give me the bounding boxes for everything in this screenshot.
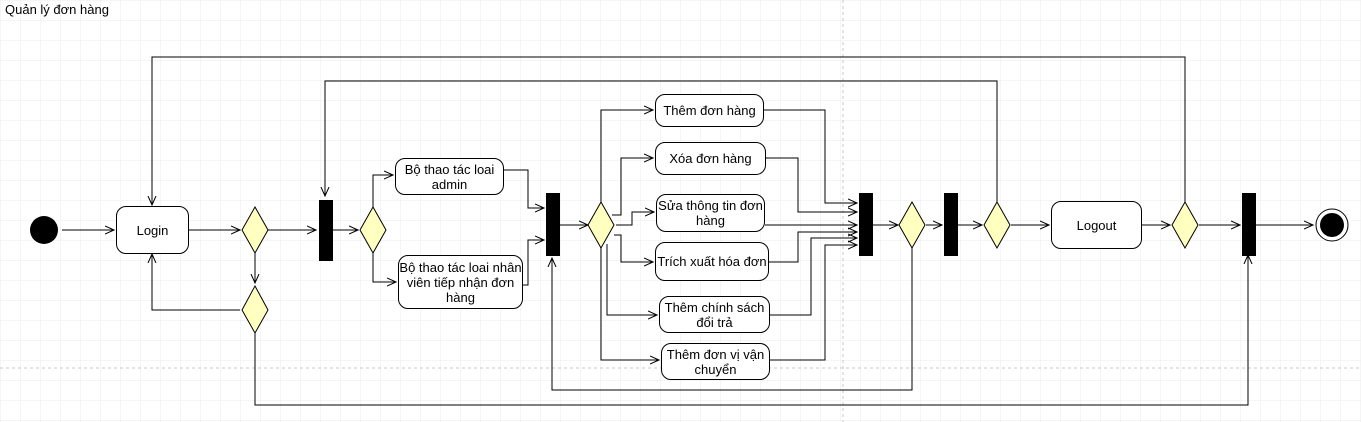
edge-ops-return: [606, 244, 657, 315]
edge-ops-shipper: [600, 248, 659, 360]
edge-decision2-final-bar: [254, 255, 1248, 406]
decision-next: [983, 200, 1011, 250]
edge-continue-loop: [552, 248, 913, 391]
decision-continue: [898, 200, 926, 250]
diagram-title: Quản lý đơn hàng: [5, 2, 109, 17]
admin-ops-activity: Bộ thao tác loai admin: [395, 158, 504, 195]
login-activity: Login: [116, 206, 189, 254]
edge-role-admin: [372, 175, 393, 207]
edge-ops-delete: [612, 158, 653, 216]
edge-add-join: [764, 109, 857, 203]
fork-bar-1: [319, 200, 333, 261]
decision-role: [359, 205, 387, 255]
add-return-policy-activity: Thêm chính sách đổi trả: [659, 296, 770, 333]
join-bar-2: [944, 193, 958, 256]
edge-admin-fork2: [504, 169, 544, 208]
edge-staff-fork2: [523, 240, 544, 286]
fork-bar-2: [546, 193, 560, 256]
edge-decision-back-login: [152, 56, 1186, 205]
edge-return-join: [770, 238, 857, 316]
edge-decision2-login: [152, 254, 240, 311]
logout-activity: Logout: [1051, 201, 1142, 249]
decision-operation: [587, 200, 615, 250]
edge-export-join: [769, 232, 857, 263]
join-bar-3: [1242, 193, 1256, 256]
edge-delete-join: [766, 157, 857, 212]
start-node: [30, 216, 58, 244]
edge-ops-edit: [616, 212, 654, 226]
end-node-inner: [1320, 213, 1344, 237]
edge-ops-export: [614, 234, 653, 262]
add-order-activity: Thêm đơn hàng: [655, 94, 764, 127]
edge-ops-add: [600, 110, 653, 202]
join-bar-1: [859, 193, 873, 256]
decision-login-result: [241, 205, 269, 255]
edge-decision-back-fork: [325, 80, 998, 202]
edge-role-staff: [372, 253, 396, 282]
edit-order-activity: Sửa thông tin đơn hàng: [656, 194, 765, 232]
delete-order-activity: Xóa đơn hàng: [655, 142, 766, 175]
export-invoice-activity: Trích xuất hóa đơn: [655, 242, 769, 281]
add-shipper-activity: Thêm đơn vị vận chuyển: [661, 343, 770, 380]
edge-shipper-join: [770, 245, 857, 361]
decision-login-fail: [241, 284, 269, 335]
staff-ops-activity: Bộ thao tác loai nhân viên tiếp nhận đơn…: [398, 255, 523, 309]
decision-after-logout: [1171, 200, 1199, 250]
